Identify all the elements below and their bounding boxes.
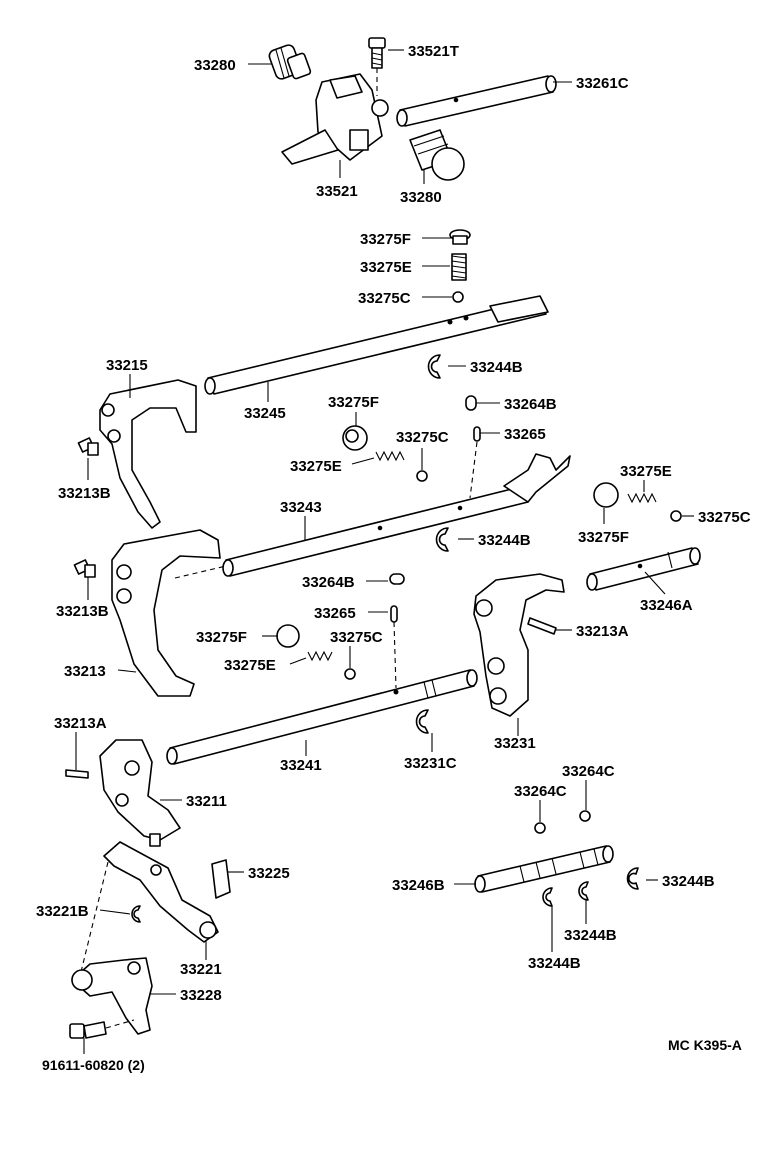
plug-33275f-4 bbox=[276, 624, 300, 648]
shaft-33245 bbox=[204, 295, 549, 395]
label-33265-1: 33265 bbox=[504, 426, 546, 443]
fork-33215 bbox=[99, 379, 197, 529]
label-33275f-2: 33275F bbox=[328, 394, 379, 411]
spring-33275e-3 bbox=[627, 492, 657, 504]
label-33275c-3: 33275C bbox=[698, 509, 751, 526]
label-33241: 33241 bbox=[280, 757, 322, 774]
label-33264c-2: 33264C bbox=[514, 783, 567, 800]
block-33225 bbox=[211, 859, 231, 899]
label-33221b: 33221B bbox=[36, 903, 89, 920]
pin-33264b-1 bbox=[465, 395, 477, 411]
pin-33265-2 bbox=[390, 605, 398, 623]
bolt-33521t bbox=[368, 37, 386, 96]
pin-33213a-2 bbox=[65, 769, 89, 779]
leader-lines bbox=[75, 49, 694, 1054]
label-33215: 33215 bbox=[106, 357, 148, 374]
clip-33244b-1 bbox=[427, 354, 441, 379]
plug-33275f-1 bbox=[449, 229, 471, 245]
plate-33221 bbox=[103, 841, 219, 943]
label-33275e-2: 33275E bbox=[290, 458, 342, 475]
label-33275e-1: 33275E bbox=[360, 259, 412, 276]
ball-33275c-2 bbox=[416, 470, 428, 482]
label-33246a: 33246A bbox=[640, 597, 693, 614]
label-33521: 33521 bbox=[316, 183, 358, 200]
label-33264b-1: 33264B bbox=[504, 396, 557, 413]
bolt-91611 bbox=[69, 1021, 107, 1039]
label-33246b: 33246B bbox=[392, 877, 445, 894]
shaft-33261c bbox=[396, 75, 557, 127]
shaft-33246a bbox=[586, 547, 701, 591]
clip-33244b-5 bbox=[542, 887, 553, 907]
label-33275e-3: 33275E bbox=[620, 463, 672, 480]
label-33245: 33245 bbox=[244, 405, 286, 422]
label-33244b-3: 33244B bbox=[662, 873, 715, 890]
label-33221: 33221 bbox=[180, 961, 222, 978]
bracket-33228 bbox=[71, 957, 153, 1035]
plug-33275f-2 bbox=[342, 425, 368, 451]
plug-33280-bottom bbox=[409, 129, 465, 181]
lever-33231 bbox=[473, 573, 565, 717]
part-labels: 33280 33521T 33261C 33521 33280 33275F 3… bbox=[36, 43, 751, 1073]
label-33275c-2: 33275C bbox=[396, 429, 449, 446]
ball-33275c-1 bbox=[452, 291, 464, 303]
ball-33264c-2 bbox=[579, 810, 591, 822]
label-33275c-1: 33275C bbox=[358, 290, 411, 307]
clip-33231c bbox=[415, 709, 429, 734]
clip-33244b-2 bbox=[435, 527, 449, 552]
plug-33275f-3 bbox=[593, 482, 619, 508]
shaft-33243 bbox=[222, 453, 571, 577]
label-33231: 33231 bbox=[494, 735, 536, 752]
label-33264c-1: 33264C bbox=[562, 763, 615, 780]
shift-head-33521 bbox=[281, 73, 389, 165]
pin-33265-1 bbox=[473, 426, 481, 442]
label-33243: 33243 bbox=[280, 499, 322, 516]
label-33261c: 33261C bbox=[576, 75, 629, 92]
lever-33211 bbox=[99, 739, 181, 847]
label-33244b-5: 33244B bbox=[528, 955, 581, 972]
label-33275f-3: 33275F bbox=[578, 529, 629, 546]
plug-33280-top bbox=[268, 44, 312, 80]
label-33275e-4: 33275E bbox=[224, 657, 276, 674]
label-33231c: 33231C bbox=[404, 755, 457, 772]
clip-33244b-4 bbox=[578, 881, 589, 901]
label-33264b-2: 33264B bbox=[302, 574, 355, 591]
label-33225: 33225 bbox=[248, 865, 290, 882]
label-33228: 33228 bbox=[180, 987, 222, 1004]
ball-33264c-1 bbox=[534, 822, 546, 834]
label-33244b-4: 33244B bbox=[564, 927, 617, 944]
fork-33213 bbox=[111, 529, 221, 697]
bolt-33213b-1 bbox=[77, 437, 99, 456]
pin-33213a-1 bbox=[527, 617, 557, 635]
label-33213b-1: 33213B bbox=[58, 485, 111, 502]
label-33244b-2: 33244B bbox=[478, 532, 531, 549]
diagram-code: MC K395-A bbox=[668, 1037, 742, 1053]
label-33213: 33213 bbox=[64, 663, 106, 680]
spring-33275e-2 bbox=[375, 450, 405, 462]
label-33275f-1: 33275F bbox=[360, 231, 411, 248]
label-33211: 33211 bbox=[186, 793, 227, 810]
shaft-33241 bbox=[166, 669, 478, 765]
label-33275c-4: 33275C bbox=[330, 629, 383, 646]
spring-33275e-1 bbox=[451, 253, 467, 281]
label-33213a-2: 33213A bbox=[54, 715, 107, 732]
ball-33275c-3 bbox=[670, 510, 682, 522]
shaft-33246b bbox=[474, 845, 614, 893]
label-33521t: 33521T bbox=[408, 43, 459, 60]
label-33265-2: 33265 bbox=[314, 605, 356, 622]
bolt-33213b-2 bbox=[73, 559, 96, 578]
label-33213a-1: 33213A bbox=[576, 623, 629, 640]
ball-33275c-4 bbox=[344, 668, 356, 680]
clip-33221b bbox=[131, 905, 141, 923]
spring-33275e-4 bbox=[307, 650, 333, 662]
label-33244b-1: 33244B bbox=[470, 359, 523, 376]
label-33213b-2: 33213B bbox=[56, 603, 109, 620]
label-91611: 91611-60820 (2) bbox=[42, 1057, 145, 1073]
label-33275f-4: 33275F bbox=[196, 629, 247, 646]
pin-33264b-2 bbox=[389, 573, 405, 585]
label-33280-top: 33280 bbox=[194, 57, 236, 74]
label-33280-bottom: 33280 bbox=[400, 189, 442, 206]
clip-33244b-3 bbox=[626, 867, 639, 890]
